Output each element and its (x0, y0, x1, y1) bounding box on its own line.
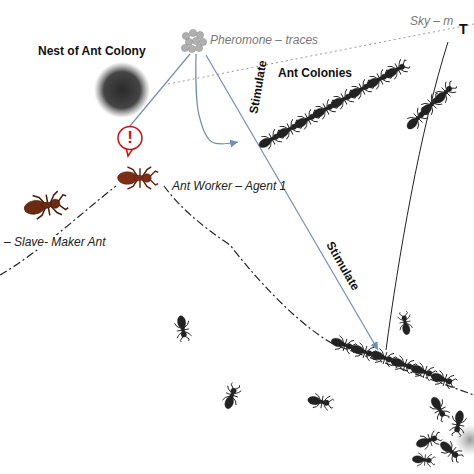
nest-circle: Nest of Ant Colony (34, 44, 184, 126)
ant-figure (449, 410, 468, 438)
territory-line (164, 186, 474, 395)
alert-bubble: ! (117, 126, 143, 156)
pheromone-dot (192, 37, 199, 44)
connector-line (196, 54, 238, 144)
node-text: Nest of Ant Colony (38, 44, 184, 58)
pheromone-dot (195, 44, 202, 51)
nest-sphere (94, 62, 150, 118)
ant-figure (412, 453, 436, 468)
ant-figure (173, 315, 192, 343)
ant-figure (382, 57, 412, 82)
ant-figure (307, 392, 335, 411)
ant-figure (397, 311, 414, 336)
bubble-body (118, 127, 142, 150)
edge-label: Stimulate (246, 59, 269, 115)
sky-trail-line (386, 42, 448, 350)
ant-figure (436, 437, 465, 465)
node-text: Pheromone – traces (210, 33, 340, 47)
pheromone-dot (181, 44, 188, 51)
ant-figure (414, 429, 443, 451)
cut-label: Sky – m (410, 14, 453, 28)
pheromone-dot (188, 45, 195, 52)
sky-guide-line (168, 24, 474, 84)
pheromone-dot (189, 29, 196, 36)
agent-label: Ant Worker – Agent 1 (172, 179, 286, 193)
worker-ant (118, 167, 159, 189)
pheromone-cluster: Pheromone – traces (180, 28, 340, 54)
ant-figure (429, 369, 458, 391)
cut-label: T (459, 21, 468, 37)
territory-line (0, 186, 116, 275)
ant-figure (427, 394, 453, 424)
ant-figure (220, 382, 242, 411)
slave-maker-ant (22, 190, 69, 221)
stimulate-arrow (206, 55, 378, 350)
ant-figure (431, 79, 460, 108)
node-text: Ant Colonies (278, 66, 428, 80)
agent-label: – Slave- Maker Ant (2, 235, 108, 249)
node-text: ! (117, 126, 143, 150)
